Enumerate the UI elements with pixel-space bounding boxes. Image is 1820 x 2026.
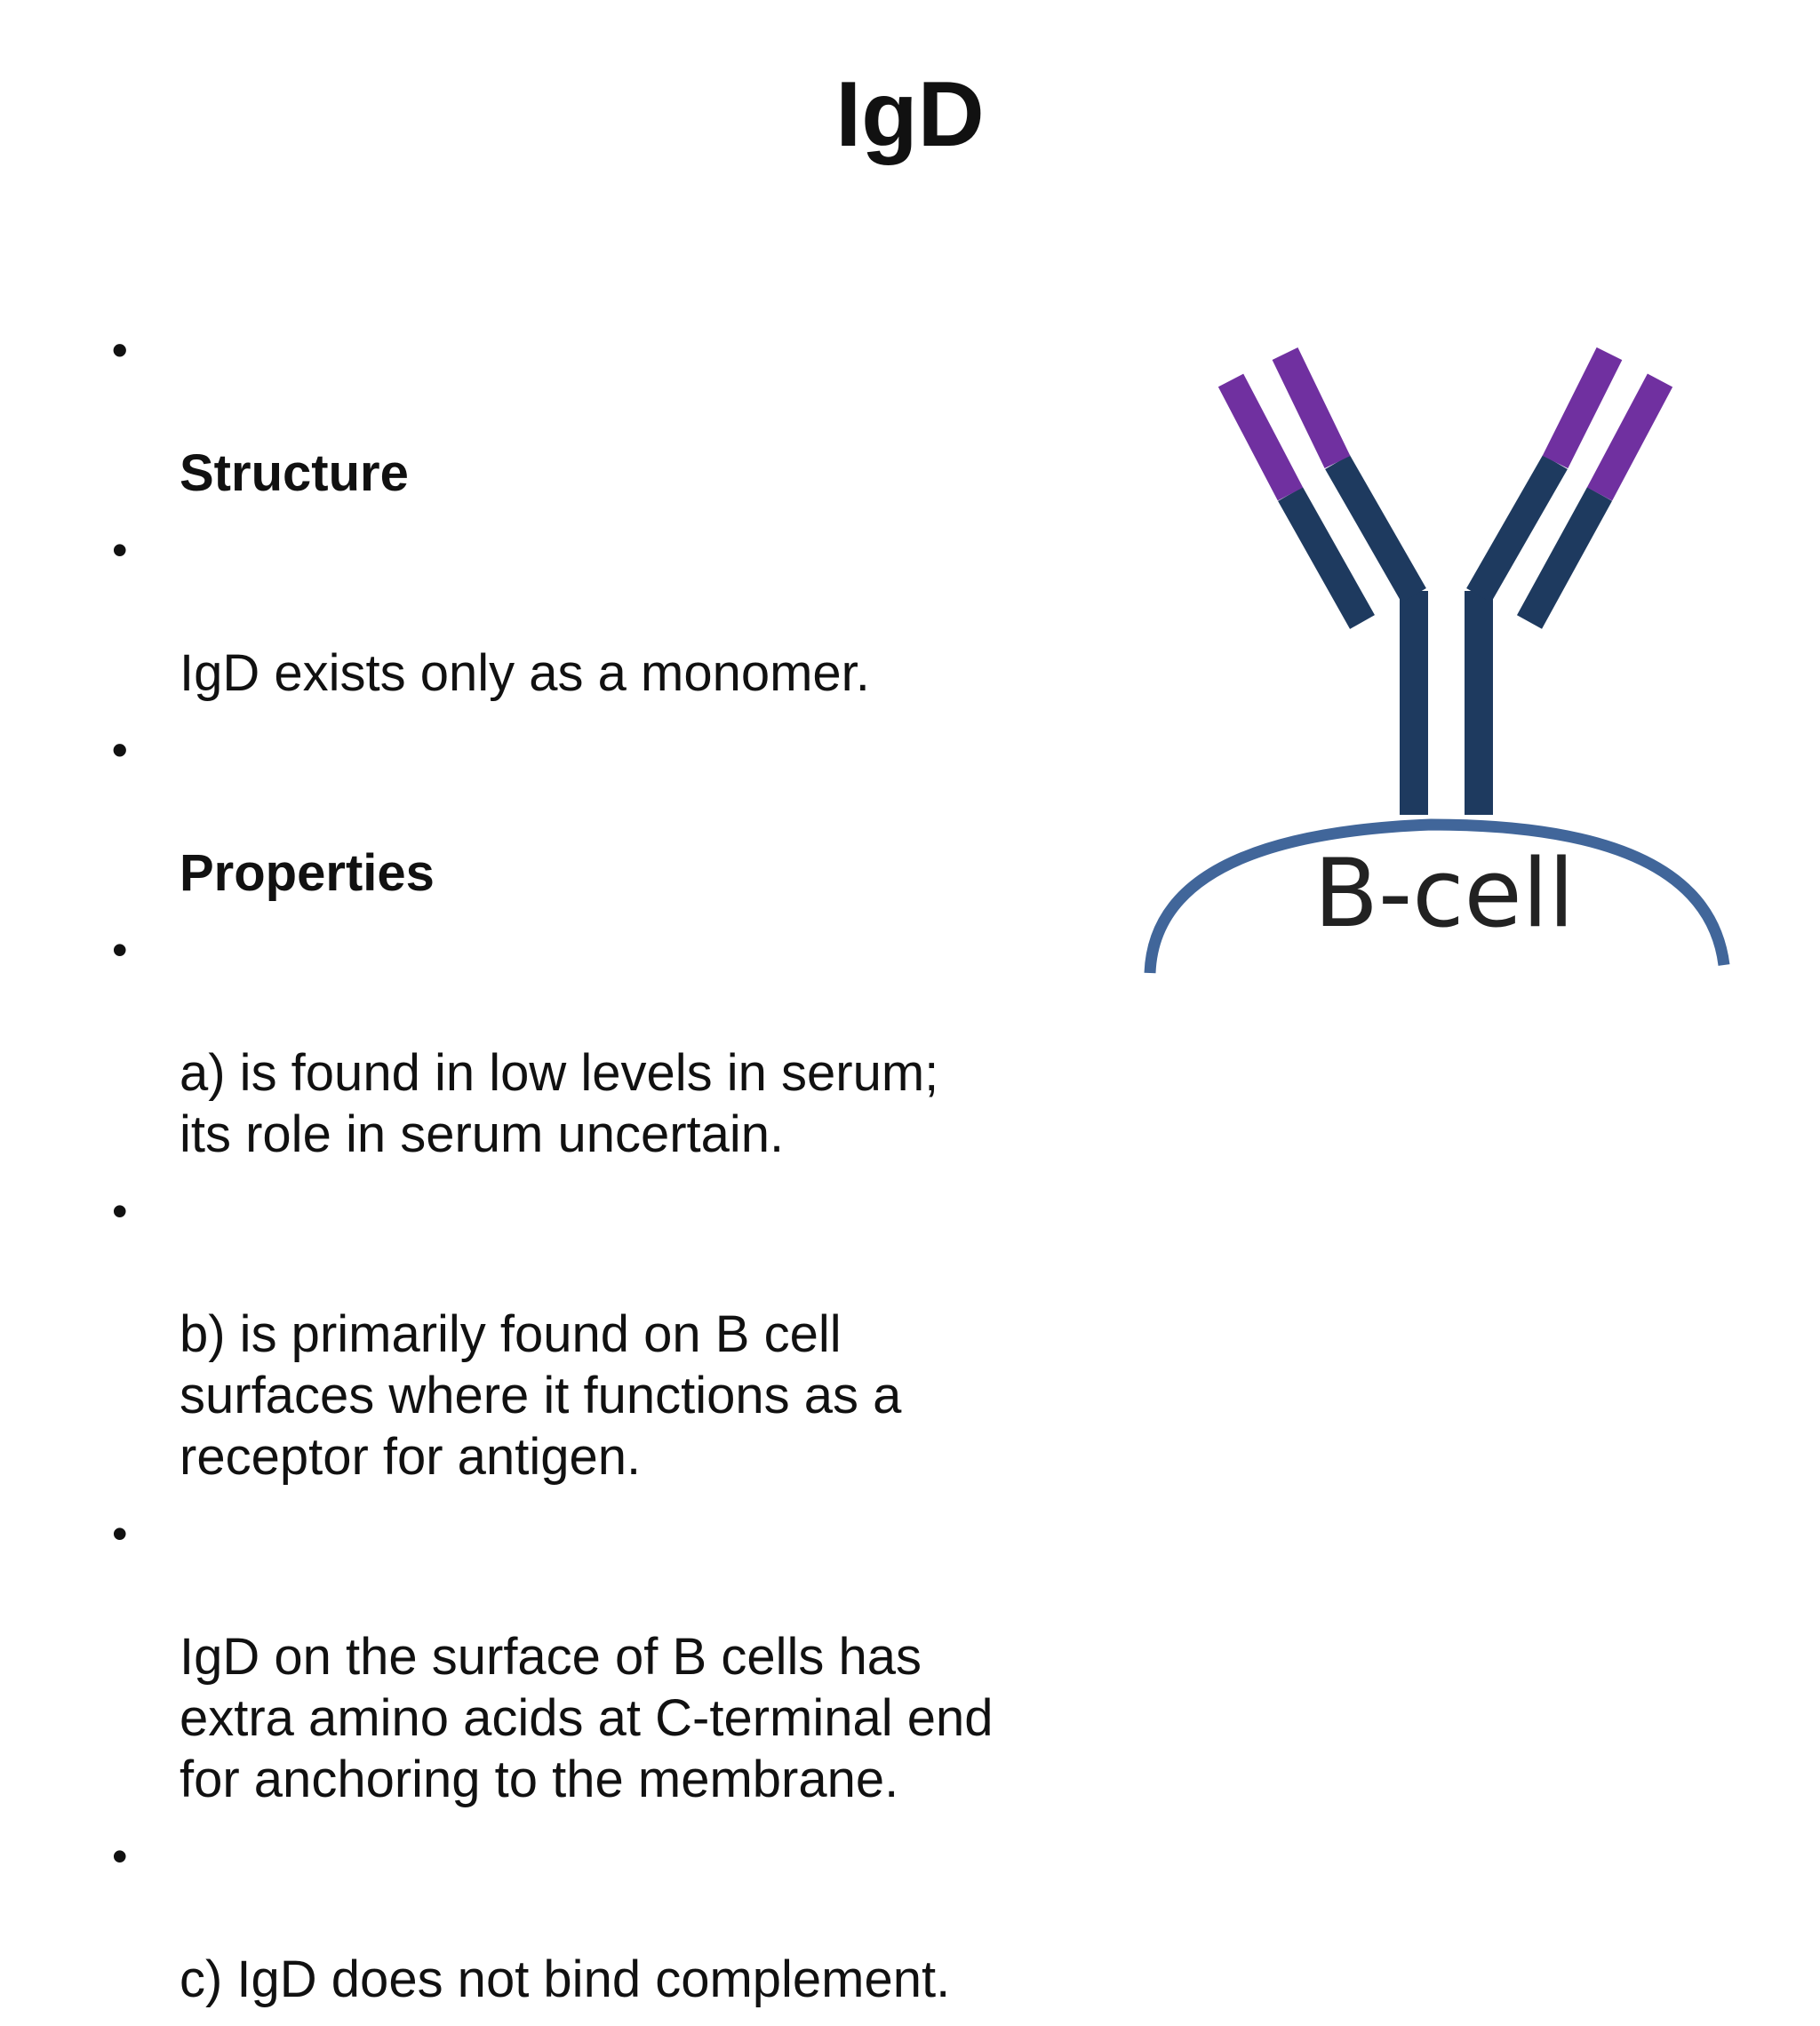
left-light-chain-constant bbox=[1278, 487, 1375, 629]
right-light-chain-variable bbox=[1586, 373, 1673, 501]
bullet-icon: • bbox=[112, 1509, 128, 1559]
bullet-item-c-terminal: • IgD on the surface of B cells has extr… bbox=[107, 1504, 1111, 1810]
right-heavy-chain-stem bbox=[1465, 591, 1493, 815]
bullet-text: Structure bbox=[180, 444, 409, 502]
b-cell-label: B-cell bbox=[1313, 839, 1574, 948]
bullet-icon: • bbox=[112, 925, 128, 975]
right-inner-arm-constant bbox=[1466, 455, 1568, 602]
left-heavy-chain-stem bbox=[1400, 591, 1428, 815]
left-inner-arm-variable bbox=[1272, 347, 1351, 468]
bullet-icon: • bbox=[112, 725, 128, 775]
left-light-chain-variable bbox=[1217, 373, 1304, 501]
bullet-item-serum: • a) is found in low levels in serum; it… bbox=[107, 920, 1111, 1165]
bullet-text: Properties bbox=[180, 844, 435, 902]
bullet-text: b) is primarily found on B cell surfaces… bbox=[180, 1305, 902, 1486]
bullet-item-monomer: • IgD exists only as a monomer. bbox=[107, 520, 1111, 704]
bullet-text: c) IgD does not bind complement. bbox=[180, 1950, 951, 2008]
slide-title: IgD bbox=[835, 63, 985, 166]
bullet-text: IgD exists only as a monomer. bbox=[180, 644, 870, 702]
bullet-icon: • bbox=[112, 1831, 128, 1881]
bullet-icon: • bbox=[112, 525, 128, 575]
igd-antibody-diagram: B-cell bbox=[1144, 347, 1730, 974]
bullet-item-structure: • Structure bbox=[107, 320, 1111, 504]
bullet-icon: • bbox=[112, 325, 128, 375]
slide: IgD • Structure • IgD exists only as a m… bbox=[112, 63, 1730, 2008]
bullet-item-complement: • c) IgD does not bind complement. bbox=[107, 1826, 1111, 2010]
bullet-text: IgD on the surface of B cells has extra … bbox=[180, 1628, 994, 1808]
cell-membrane-arc bbox=[1144, 818, 1730, 974]
bullet-text: a) is found in low levels in serum; its … bbox=[180, 1044, 939, 1163]
bullet-item-b-cell-surface: • b) is primarily found on B cell surfac… bbox=[107, 1181, 1111, 1488]
bullet-list: • Structure • IgD exists only as a monom… bbox=[107, 320, 1111, 2026]
left-inner-arm-constant bbox=[1325, 455, 1426, 602]
right-light-chain-constant bbox=[1516, 487, 1613, 629]
right-inner-arm-variable bbox=[1542, 347, 1623, 469]
bullet-item-properties: • Properties bbox=[107, 720, 1111, 904]
bullet-icon: • bbox=[112, 1186, 128, 1236]
